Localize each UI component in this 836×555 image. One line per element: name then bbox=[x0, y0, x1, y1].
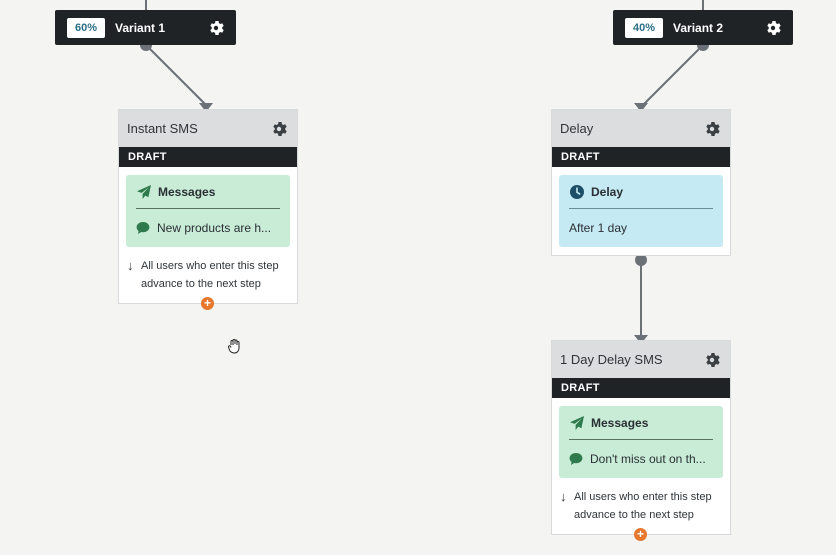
chat-bubble-icon bbox=[569, 452, 583, 466]
variant-2-header[interactable]: 40% Variant 2 bbox=[613, 10, 793, 45]
panel-header: Messages bbox=[136, 175, 280, 209]
panel-title: Messages bbox=[158, 184, 216, 199]
step-header[interactable]: Instant SMS bbox=[119, 110, 297, 147]
add-step-button[interactable]: + bbox=[634, 528, 647, 541]
paper-plane-icon bbox=[569, 415, 585, 431]
grab-hand-cursor bbox=[228, 339, 240, 354]
panel-title: Messages bbox=[591, 415, 649, 430]
step-card-delay[interactable]: Delay DRAFT Delay After 1 day bbox=[551, 109, 731, 256]
chat-bubble-icon bbox=[136, 221, 150, 235]
paper-plane-icon bbox=[136, 184, 152, 200]
gear-icon[interactable] bbox=[704, 352, 720, 368]
step-header[interactable]: 1 Day Delay SMS bbox=[552, 341, 730, 378]
panel-title: Delay bbox=[591, 184, 624, 199]
variant-2-label: Variant 2 bbox=[673, 20, 724, 35]
arrow-down-icon: ↓ bbox=[560, 489, 567, 504]
variant-2-percent: 40% bbox=[625, 17, 664, 38]
arrow-down-icon: ↓ bbox=[127, 258, 134, 273]
step-header[interactable]: Delay bbox=[552, 110, 730, 147]
message-preview: New products are h... bbox=[136, 209, 280, 247]
message-preview-text: Don't miss out on th... bbox=[590, 452, 706, 466]
connector-variant1-to-instant bbox=[145, 44, 206, 105]
step-title: Delay bbox=[560, 121, 594, 136]
message-preview: Don't miss out on th... bbox=[569, 440, 713, 478]
delay-panel[interactable]: Delay After 1 day bbox=[559, 175, 723, 247]
variant-1-percent: 60% bbox=[67, 17, 106, 38]
variant-1-label: Variant 1 bbox=[115, 20, 166, 35]
panel-header: Messages bbox=[569, 406, 713, 440]
plus-icon: + bbox=[636, 527, 644, 541]
gear-icon[interactable] bbox=[765, 20, 781, 36]
delay-duration: After 1 day bbox=[569, 209, 713, 247]
step-title: 1 Day Delay SMS bbox=[560, 352, 663, 367]
messages-panel[interactable]: Messages Don't miss out on th... bbox=[559, 406, 723, 478]
panel-header: Delay bbox=[569, 175, 713, 209]
step-card-1-day-delay-sms[interactable]: 1 Day Delay SMS DRAFT Messages Don't mis… bbox=[551, 340, 731, 535]
status-badge: DRAFT bbox=[552, 378, 730, 398]
advance-rule: ↓ All users who enter this step advance … bbox=[552, 486, 730, 534]
status-badge: DRAFT bbox=[119, 147, 297, 167]
gear-icon[interactable] bbox=[208, 20, 224, 36]
variant-1-header[interactable]: 60% Variant 1 bbox=[55, 10, 236, 45]
step-card-instant-sms[interactable]: Instant SMS DRAFT Messages New products … bbox=[118, 109, 298, 304]
advance-rule-text: All users who enter this step advance to… bbox=[141, 260, 279, 290]
gear-icon[interactable] bbox=[704, 121, 720, 137]
plus-icon: + bbox=[203, 296, 211, 310]
advance-rule-text: All users who enter this step advance to… bbox=[574, 491, 712, 521]
status-badge: DRAFT bbox=[552, 147, 730, 167]
step-title: Instant SMS bbox=[127, 121, 198, 136]
messages-panel[interactable]: Messages New products are h... bbox=[126, 175, 290, 247]
delay-duration-text: After 1 day bbox=[569, 221, 628, 235]
connector-variant2-to-delay bbox=[643, 44, 704, 105]
advance-rule: ↓ All users who enter this step advance … bbox=[119, 255, 297, 303]
message-preview-text: New products are h... bbox=[157, 221, 272, 235]
add-step-button[interactable]: + bbox=[201, 297, 214, 310]
gear-icon[interactable] bbox=[271, 121, 287, 137]
clock-icon bbox=[569, 184, 585, 200]
